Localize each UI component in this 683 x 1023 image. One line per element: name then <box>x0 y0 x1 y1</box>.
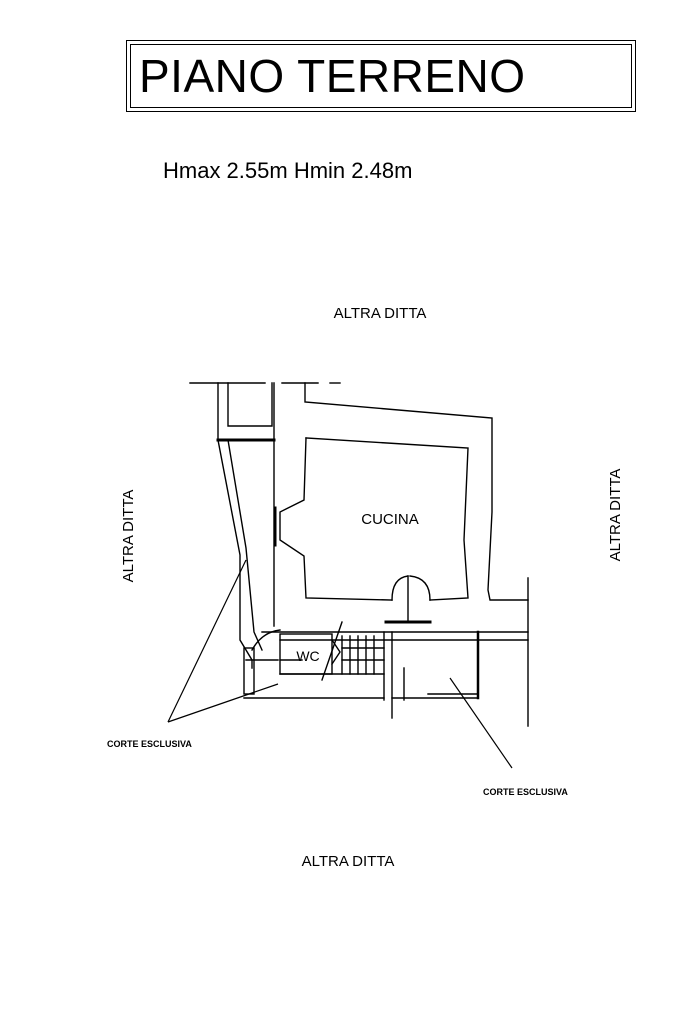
label-courtyard-left: CORTE ESCLUSIVA <box>107 739 192 749</box>
label-courtyard-right: CORTE ESCLUSIVA <box>483 787 568 797</box>
label-west: ALTRA DITTA <box>120 490 137 583</box>
plan-labels: ALTRA DITTA ALTRA DITTA ALTRA DITTA ALTR… <box>107 305 624 870</box>
title-frame: PIANO TERRENO <box>126 40 636 112</box>
label-kitchen: CUCINA <box>361 511 419 528</box>
page-title: PIANO TERRENO <box>139 50 526 102</box>
label-south: ALTRA DITTA <box>302 853 395 870</box>
label-east: ALTRA DITTA <box>607 469 624 562</box>
leader-lines <box>167 559 513 769</box>
title-frame-inner <box>130 44 632 108</box>
label-north: ALTRA DITTA <box>334 305 427 322</box>
ceiling-heights: Hmax 2.55m Hmin 2.48m <box>163 158 413 183</box>
label-wc: WC <box>296 648 319 664</box>
plan-walls <box>189 382 529 727</box>
